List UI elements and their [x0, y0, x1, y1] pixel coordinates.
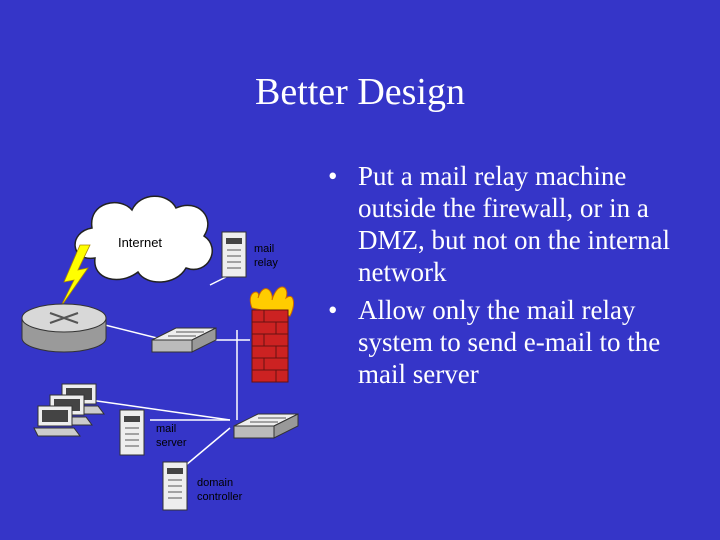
domain-controller-label-line2: controller: [197, 491, 243, 503]
firewall-icon: [249, 286, 294, 383]
workstations-icon: [33, 383, 105, 437]
slide-title: Better Design: [254, 71, 465, 113]
mail-relay-label-line1: mail: [254, 243, 274, 255]
domain-controller-icon: domain controller: [162, 461, 243, 511]
mail-relay-server-icon: mail relay: [221, 231, 278, 278]
mail-relay-label-line2: relay: [254, 257, 278, 269]
internal-switch-icon: [233, 413, 299, 439]
bullet-dot: •: [328, 295, 338, 325]
internet-cloud: Internet: [74, 195, 213, 283]
mail-server-label-line1: mail: [156, 423, 176, 435]
bullet-text: Allow only the mail relay system to send…: [358, 295, 661, 389]
internet-label: Internet: [118, 235, 162, 250]
bullet-list: • Put a mail relay machine outside the f…: [328, 160, 708, 396]
flame-icon: [249, 286, 294, 317]
router-icon: [21, 303, 107, 353]
mail-server-label-line2: server: [156, 437, 187, 449]
dmz-switch-icon: [151, 327, 217, 353]
bullet-item: • Allow only the mail relay system to se…: [328, 294, 708, 390]
bullet-dot: •: [328, 161, 338, 191]
mail-server-icon: mail server: [119, 409, 187, 456]
lightning-icon: [59, 244, 91, 309]
domain-controller-label-line1: domain: [197, 477, 233, 489]
bullet-item: • Put a mail relay machine outside the f…: [328, 160, 708, 288]
bullet-text: Put a mail relay machine outside the fir…: [358, 161, 670, 287]
